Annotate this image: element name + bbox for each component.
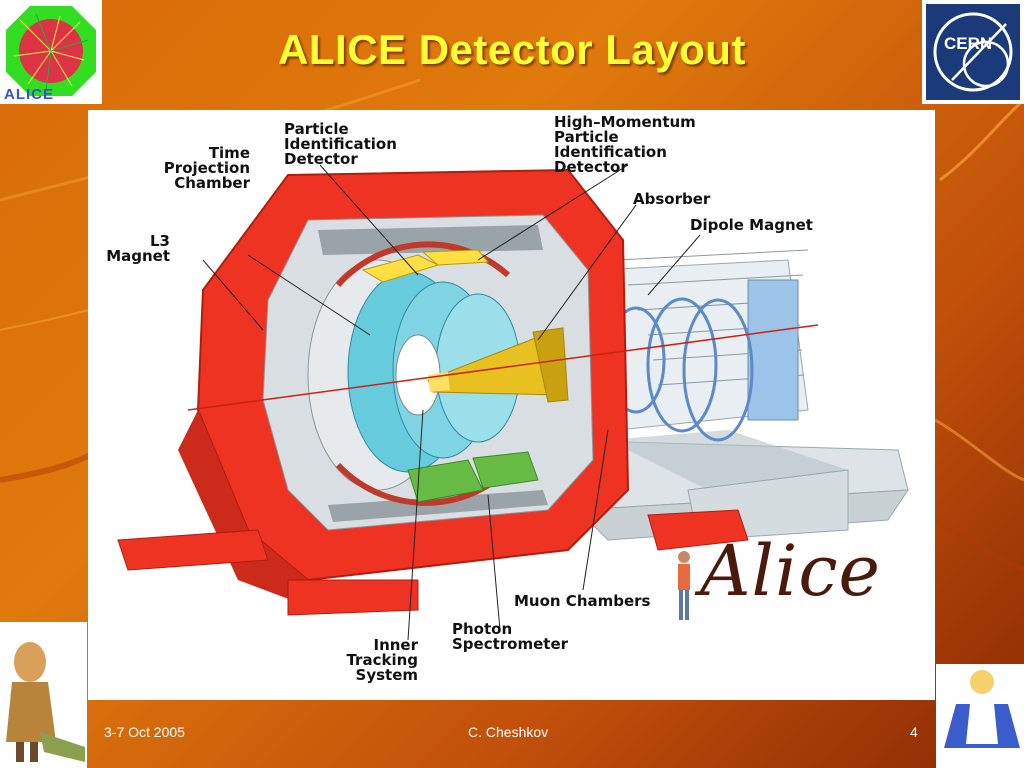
label-particle-identification-detector: Particle Identification Detector bbox=[284, 120, 397, 168]
absorber-drawing bbox=[427, 327, 569, 403]
alice-dress-icon bbox=[944, 670, 1020, 764]
alice-illustration-right bbox=[936, 664, 1024, 768]
cern-emblem-icon bbox=[926, 4, 1020, 100]
alice-collision-icon bbox=[6, 6, 96, 96]
person-figure bbox=[678, 551, 690, 620]
alice-logo-text: ALICE bbox=[4, 86, 54, 103]
page-title: ALICE Detector Layout bbox=[278, 26, 746, 73]
beam-line bbox=[187, 324, 819, 411]
alice-figure-icon bbox=[6, 642, 85, 762]
photon-spectrometer-drawing bbox=[407, 451, 539, 503]
label-hmpid: High–Momentum Particle Identification De… bbox=[554, 113, 696, 176]
label-inner-tracking-system: Inner Tracking System bbox=[346, 636, 418, 684]
footer-author: C. Cheshkov bbox=[468, 724, 549, 740]
alice-wordmark: Alice bbox=[700, 530, 881, 612]
detector-illustration bbox=[117, 164, 909, 641]
cern-logo: CERN bbox=[922, 0, 1024, 104]
label-dipole-magnet: Dipole Magnet bbox=[690, 216, 813, 234]
label-absorber: Absorber bbox=[633, 190, 711, 208]
footer-date: 3-7 Oct 2005 bbox=[104, 724, 185, 740]
alice-experiment-logo: ALICE bbox=[0, 0, 102, 104]
footer-page-number: 4 bbox=[910, 724, 918, 740]
detector-diagram: Time Projection Chamber Particle Identif… bbox=[88, 110, 935, 700]
label-l3-magnet: L3 Magnet bbox=[106, 232, 170, 265]
alice-illustration-left bbox=[0, 622, 87, 768]
label-photon-spectrometer: Photon Spectrometer bbox=[452, 620, 569, 653]
hmpid-drawing bbox=[361, 249, 490, 283]
label-time-projection-chamber: Time Projection Chamber bbox=[163, 144, 250, 192]
leader-lines bbox=[202, 164, 701, 641]
cern-logo-text: CERN bbox=[944, 34, 993, 53]
label-muon-chambers: Muon Chambers bbox=[514, 592, 651, 610]
